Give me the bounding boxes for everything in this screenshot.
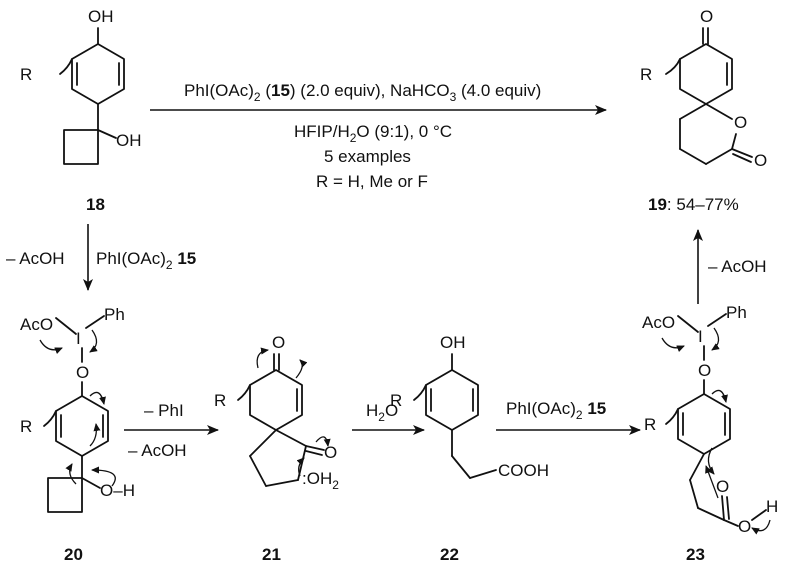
condition-minus-acoh-2: – AcOH bbox=[128, 441, 187, 460]
atom-o: O bbox=[272, 333, 285, 352]
compound-22: OH R COOH 22 bbox=[390, 333, 549, 564]
compound-label-19: 19: 54–77% bbox=[648, 195, 739, 214]
atom-r: R bbox=[640, 65, 652, 84]
atom-cooh: COOH bbox=[498, 461, 549, 480]
compound-19: O R O O 19: 54–77% bbox=[640, 7, 767, 214]
atom-oh: OH bbox=[440, 333, 466, 352]
atom-oh: OH bbox=[88, 7, 114, 26]
atom-o: O bbox=[738, 517, 751, 536]
atom-ph: Ph bbox=[104, 305, 125, 324]
atom-oh: OH bbox=[116, 131, 142, 150]
compound-20: AcO I Ph O R O–H 20 bbox=[20, 305, 135, 564]
condition-minus-acoh-3: – AcOH bbox=[708, 257, 767, 276]
atom-h: H bbox=[766, 497, 778, 516]
atom-r: R bbox=[20, 417, 32, 436]
conditions-line-1: PhI(OAc)2 (15) (2.0 equiv), NaHCO3 (4.0 … bbox=[184, 81, 541, 104]
condition-reagent-15-2: PhI(OAc)2 15 bbox=[506, 399, 606, 422]
atom-aco: AcO bbox=[642, 313, 675, 332]
compound-21: O R O :OH2 21 bbox=[214, 333, 339, 564]
atom-o: O bbox=[324, 443, 337, 462]
conditions-line-2: HFIP/H2O (9:1), 0 °C bbox=[294, 122, 452, 145]
compound-23: AcO I Ph O R O O H 23 bbox=[642, 303, 778, 564]
atom-o-h: O–H bbox=[100, 481, 135, 500]
water-nucleophile: :OH2 bbox=[302, 469, 339, 492]
condition-minus-acoh: – AcOH bbox=[6, 249, 65, 268]
atom-r: R bbox=[390, 391, 402, 410]
conditions-line-3: 5 examples bbox=[324, 147, 411, 166]
atom-o: O bbox=[698, 361, 711, 380]
atom-r: R bbox=[214, 391, 226, 410]
compound-label-22: 22 bbox=[440, 545, 459, 564]
condition-reagent-15: PhI(OAc)2 15 bbox=[96, 249, 196, 272]
compound-label-18: 18 bbox=[86, 195, 105, 214]
atom-ph: Ph bbox=[726, 303, 747, 322]
atom-o: O bbox=[700, 7, 713, 26]
atom-r: R bbox=[644, 415, 656, 434]
compound-18: OH R OH 18 bbox=[20, 7, 142, 214]
atom-i: I bbox=[698, 327, 703, 346]
atom-o: O bbox=[76, 363, 89, 382]
condition-minus-phi: – PhI bbox=[144, 401, 184, 420]
conditions-line-4: R = H, Me or F bbox=[316, 172, 428, 191]
atom-r: R bbox=[20, 65, 32, 84]
atom-o: O bbox=[754, 151, 767, 170]
atom-o: O bbox=[716, 477, 729, 496]
compound-label-21: 21 bbox=[262, 545, 281, 564]
compound-label-20: 20 bbox=[64, 545, 83, 564]
atom-o: O bbox=[734, 113, 747, 132]
condition-water: H2O bbox=[366, 401, 398, 424]
compound-label-23: 23 bbox=[686, 545, 705, 564]
atom-aco: AcO bbox=[20, 315, 53, 334]
atom-i: I bbox=[76, 329, 81, 348]
